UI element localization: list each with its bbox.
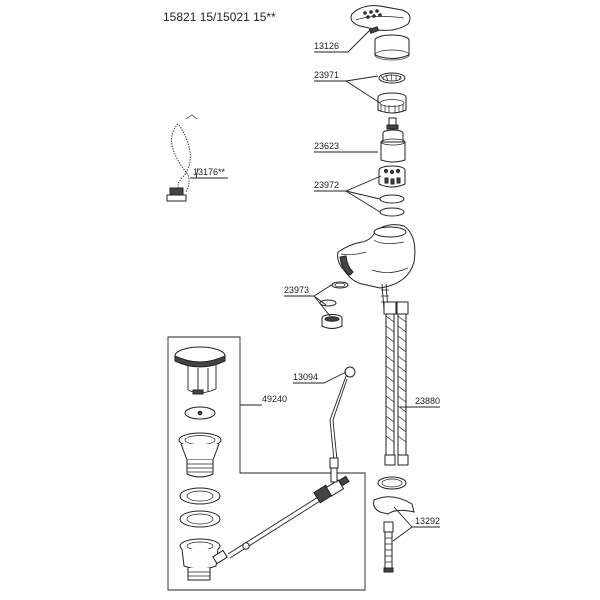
label-23971: 23971 [314, 70, 339, 80]
label-13292: 13292 [415, 516, 440, 526]
leader-lines [190, 29, 440, 542]
lift-rod-13094 [329, 366, 356, 483]
chain-plug-13176 [166, 114, 198, 202]
handle-lever [350, 5, 411, 34]
drain-tail [179, 538, 221, 581]
ring-23971 [378, 72, 406, 84]
flex-hoses-23880 [383, 301, 409, 466]
label-23973: 23973 [284, 285, 309, 295]
mixer-body [337, 224, 416, 311]
label-23623: 23623 [314, 141, 339, 151]
label-13176: 13176** [193, 167, 226, 177]
label-13126: 13126 [314, 41, 339, 51]
o-ring-lower [379, 207, 405, 217]
label-13094: 13094 [293, 372, 318, 382]
diverter-23972 [378, 165, 406, 188]
diagram-title: 15821 15/15021 15** [163, 10, 276, 24]
label-49240: 49240 [262, 394, 287, 404]
drain-flange [178, 432, 222, 478]
assembly-frame-49240 [167, 336, 366, 591]
o-ring-upper [379, 194, 405, 204]
popup-plug [174, 346, 226, 395]
washer-upper [179, 487, 221, 505]
label-23972: 23972 [314, 180, 339, 190]
washer-lower [179, 510, 221, 528]
nut-23971 [377, 92, 407, 114]
aerator-23973 [319, 281, 349, 329]
fixing-set-13292 [373, 476, 415, 573]
cartridge-23623 [380, 117, 406, 163]
label-23880: 23880 [415, 396, 440, 406]
pivot-rod [212, 475, 350, 565]
cap-13126 [374, 34, 410, 61]
